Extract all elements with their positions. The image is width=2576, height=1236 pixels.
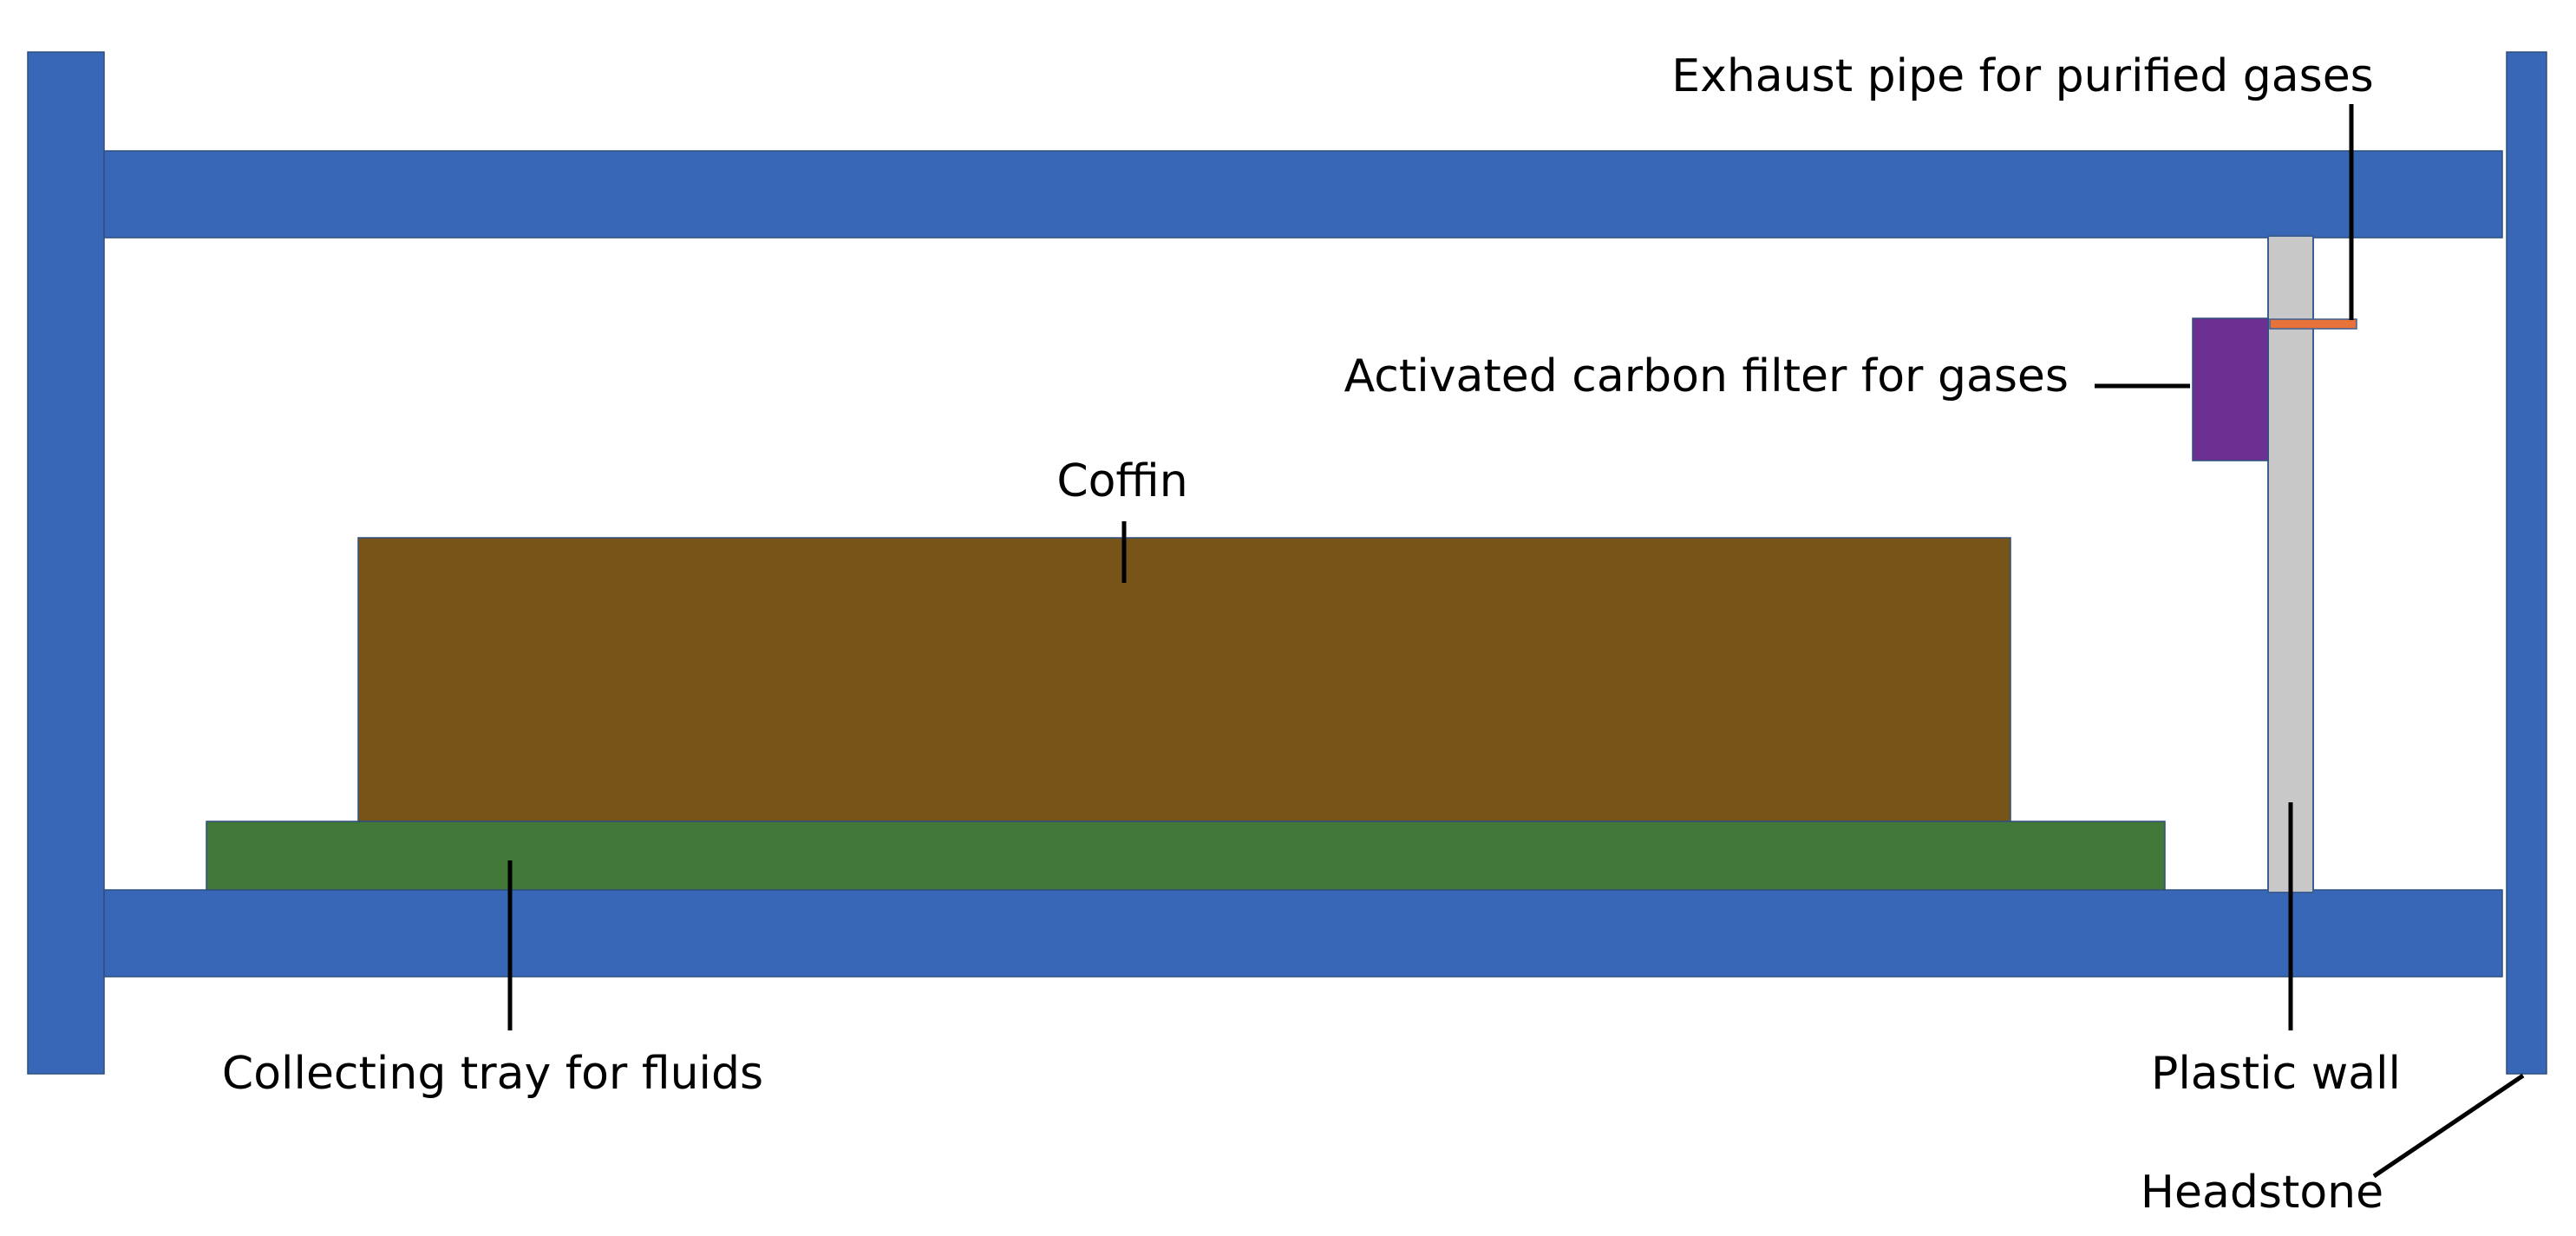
activated-carbon-filter	[2192, 317, 2269, 461]
leader-line-headstone	[2372, 1073, 2525, 1179]
collecting-tray	[206, 821, 2166, 891]
bottom-frame-bar	[103, 889, 2503, 978]
label-headstone: Headstone	[2141, 1167, 2383, 1219]
left-frame-post	[27, 51, 105, 1075]
label-exhaust-pipe: Exhaust pipe for purified gases	[1671, 50, 2374, 102]
label-plastic-wall: Plastic wall	[2151, 1048, 2401, 1100]
label-coffin: Coffin	[1056, 455, 1187, 507]
label-carbon-filter: Activated carbon filter for gases	[1344, 350, 2069, 402]
top-frame-bar	[103, 150, 2503, 239]
exhaust-pipe	[2269, 318, 2357, 330]
coffin	[357, 537, 2011, 822]
headstone-post	[2506, 51, 2547, 1075]
plastic-wall	[2267, 235, 2314, 893]
label-collecting-tray: Collecting tray for fluids	[222, 1048, 763, 1100]
